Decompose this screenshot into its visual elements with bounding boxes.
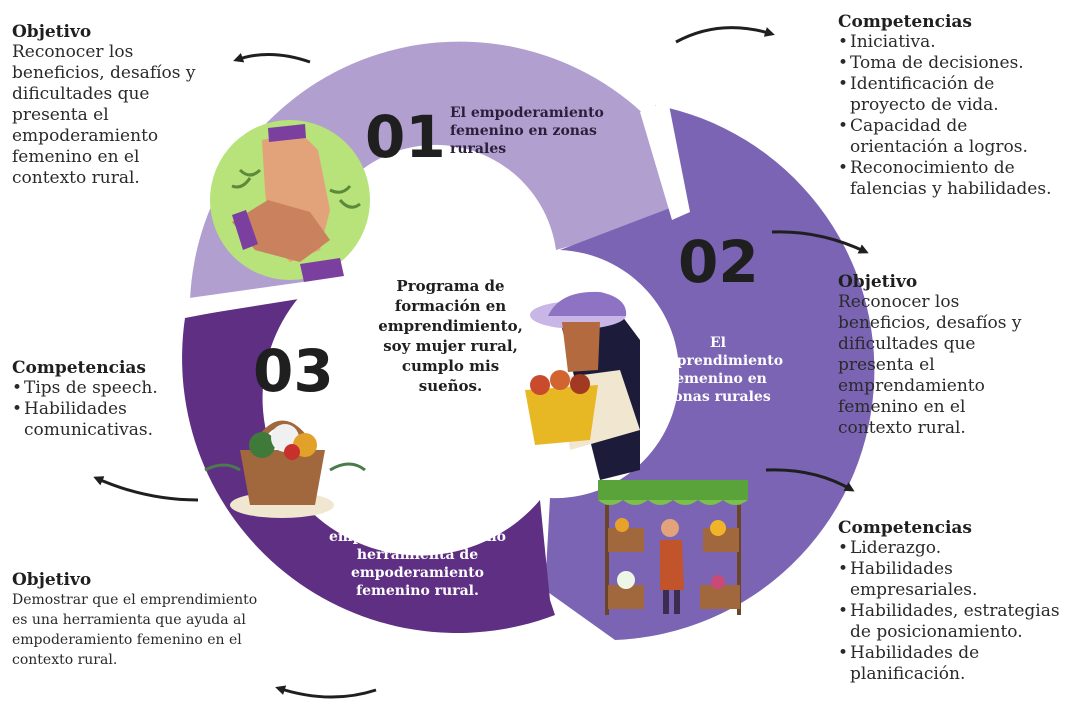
competencies-02: Competencias Liderazgo. Habilidades empr… (838, 518, 1070, 685)
competency-item: Liderazgo. (838, 538, 1070, 559)
objective-02: Objetivo Reconocer los beneficios, desaf… (838, 272, 1038, 439)
competencies-01-heading: Competencias (838, 12, 972, 32)
competency-item: Toma de decisiones. (838, 53, 1070, 74)
competency-item: Habilidades de planificación. (838, 643, 1070, 685)
objective-03-text: Demostrar que el emprendimiento es una h… (12, 592, 258, 668)
arrow-icon (675, 26, 775, 44)
competency-item: Habilidades, estrategias de posicionamie… (838, 601, 1070, 643)
arrow-icon (233, 52, 311, 64)
segment-title-02: El emprendimiento femenino en zonas rura… (652, 335, 784, 405)
competency-item: Habilidades comunicativas. (12, 399, 202, 441)
objective-01-text: Reconocer los beneficios, desafíos y dif… (12, 42, 196, 188)
segment-number-01: 01 (365, 103, 446, 171)
center-title: Programa de formación en emprendimiento,… (378, 277, 523, 395)
competencies-02-heading: Competencias (838, 518, 972, 538)
arrow-icon (771, 230, 869, 254)
competencies-03-heading: Competencias (12, 358, 146, 378)
arrow-icon (765, 468, 855, 492)
competencies-03: Competencias Tips de speech. Habilidades… (12, 358, 202, 441)
market-stall-icon (598, 480, 748, 615)
competency-item: Capacidad de orientación a logros. (838, 116, 1070, 158)
objective-03-heading: Objetivo (12, 570, 92, 590)
competency-item: Tips de speech. (12, 378, 202, 399)
competency-item: Identificación de proyecto de vida. (838, 74, 1070, 116)
segment-number-02: 02 (678, 228, 759, 296)
hands-icon (210, 120, 370, 282)
objective-02-text: Reconocer los beneficios, desafíos y dif… (838, 292, 1022, 438)
objective-01: Objetivo Reconocer los beneficios, desaf… (12, 22, 202, 189)
competency-item: Habilidades empresariales. (838, 559, 1070, 601)
objective-03: Objetivo Demostrar que el emprendimiento… (12, 570, 262, 670)
segment-title-01: El empoderamiento femenino en zonas rura… (450, 105, 604, 157)
basket-icon (204, 420, 366, 518)
arrow-icon (93, 476, 199, 502)
arrow-icon (275, 685, 377, 699)
competency-item: Iniciativa. (838, 32, 1070, 53)
competencies-01: Competencias Iniciativa. Toma de decisio… (838, 12, 1070, 200)
center-circle (282, 212, 598, 528)
segment-title-03: Desarrollo del emprendimiento como herra… (329, 511, 506, 599)
segment-number-03: 03 (253, 337, 334, 405)
segment-02 (545, 105, 875, 640)
competency-item: Reconocimiento de falencias y habilidade… (838, 158, 1070, 200)
objective-02-heading: Objetivo (838, 272, 918, 292)
woman-basket-icon (525, 291, 640, 480)
segment-03 (182, 296, 556, 634)
objective-01-heading: Objetivo (12, 22, 92, 42)
